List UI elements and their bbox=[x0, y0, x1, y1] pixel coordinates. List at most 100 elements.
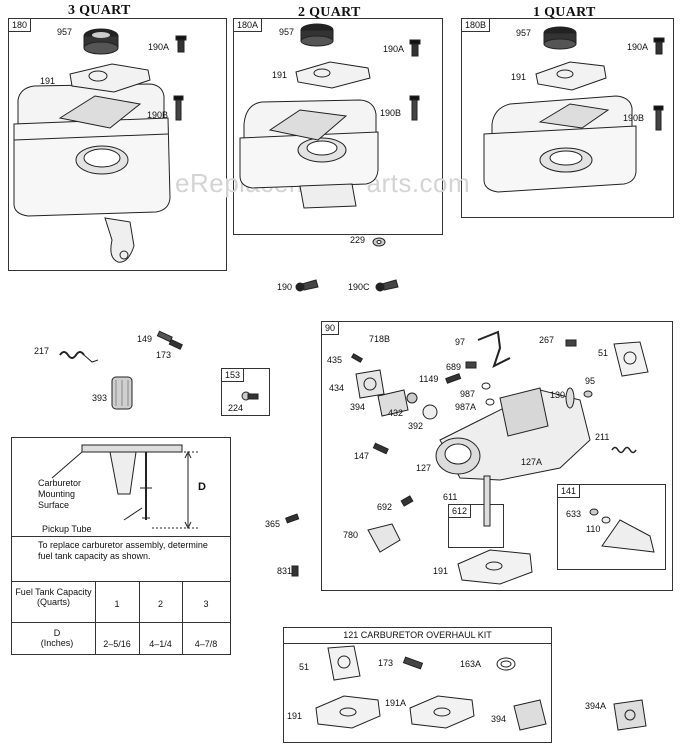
kit-bracket-191 bbox=[315, 695, 381, 729]
part-label-217: 217 bbox=[34, 346, 50, 356]
kit-part-label-173: 173 bbox=[378, 658, 394, 668]
part-label-633: 633 bbox=[566, 509, 582, 519]
part-label-365: 365 bbox=[265, 519, 281, 529]
d-row-label: D (Inches) bbox=[40, 628, 74, 648]
screw-831 bbox=[291, 565, 299, 577]
part-label-434: 434 bbox=[329, 383, 345, 393]
gasket-394 bbox=[377, 389, 409, 417]
part-label-957: 957 bbox=[57, 27, 73, 37]
seal-130 bbox=[565, 387, 575, 409]
part-label-51: 51 bbox=[598, 348, 609, 358]
part-label-780: 780 bbox=[343, 530, 359, 540]
fuel-strainer-393 bbox=[111, 376, 133, 410]
box-label-180b: 180B bbox=[462, 19, 491, 32]
fuel-tank-1-quart bbox=[483, 95, 637, 193]
part-label-149: 149 bbox=[137, 334, 153, 344]
capacity-row-label: Fuel Tank Capacity (Quarts) bbox=[15, 587, 92, 607]
box-141: 141 bbox=[557, 484, 666, 570]
capacity-1: 1 bbox=[114, 599, 120, 609]
part-label-147: 147 bbox=[354, 451, 370, 461]
kit-part-label-163a: 163A bbox=[460, 659, 482, 669]
part-label-211: 211 bbox=[595, 432, 610, 442]
part-label-692: 692 bbox=[377, 502, 393, 512]
screw-190a-a bbox=[175, 35, 187, 53]
kit-washer-163a bbox=[496, 657, 516, 671]
part-label-432: 432 bbox=[388, 408, 404, 418]
part-label-957: 957 bbox=[279, 27, 295, 37]
kit-part-label-394: 394 bbox=[491, 714, 507, 724]
fuel-tank-capacity-chart: Carburetor Mounting Surface Pickup Tube … bbox=[11, 437, 231, 655]
screw-267 bbox=[565, 339, 577, 347]
carburetor-body-127 bbox=[435, 387, 591, 481]
spacer-110 bbox=[601, 516, 611, 524]
screw-173 bbox=[168, 338, 183, 350]
capacity-3: 3 bbox=[203, 599, 209, 609]
part-label-393: 393 bbox=[92, 393, 108, 403]
header-1-quart: 1 QUART bbox=[533, 5, 596, 20]
screw-365 bbox=[285, 513, 300, 524]
o-ring-987 bbox=[481, 382, 491, 390]
bracket-191-d bbox=[457, 549, 533, 585]
carburetor-box-90: 90 bbox=[321, 321, 673, 591]
header-3-quart: 3 QUART bbox=[68, 3, 131, 18]
part-label-190a: 190A bbox=[383, 44, 405, 54]
part-label-130: 130 bbox=[550, 390, 566, 400]
spacer-392 bbox=[422, 404, 438, 420]
screw-1149 bbox=[445, 373, 462, 384]
bracket-191-b bbox=[295, 61, 371, 89]
part-label-127: 127 bbox=[416, 463, 432, 473]
screw-190b-b bbox=[409, 95, 420, 121]
part-label-987a: 987A bbox=[455, 402, 477, 412]
part-label-190: 190 bbox=[277, 282, 293, 292]
fuel-cap-957-c bbox=[543, 26, 577, 50]
part-label-611: 611 bbox=[443, 492, 458, 502]
kit-part-label-191: 191 bbox=[287, 711, 303, 721]
fuel-cap-957-a bbox=[83, 28, 119, 55]
part-label-831: 831 bbox=[277, 566, 293, 576]
spring-633 bbox=[589, 508, 599, 516]
throttle-shaft-141 bbox=[601, 519, 655, 553]
part-label-173: 173 bbox=[156, 350, 172, 360]
mounting-surface-label: Carburetor Mounting Surface bbox=[38, 478, 82, 510]
part-label-190b: 190B bbox=[623, 113, 645, 123]
header-2-quart: 2 QUART bbox=[298, 5, 361, 20]
fuel-cap-957-b bbox=[300, 23, 334, 47]
choke-lever-97 bbox=[477, 330, 511, 368]
box-label-141: 141 bbox=[558, 485, 581, 498]
washer-229 bbox=[372, 237, 386, 247]
part-label-190a: 190A bbox=[627, 42, 649, 52]
tank-box-180: 180 bbox=[8, 18, 227, 271]
screw-147 bbox=[372, 442, 389, 455]
kit-screw-173 bbox=[402, 656, 424, 670]
part-label-191: 191 bbox=[511, 72, 527, 82]
fuel-tank-2-quart bbox=[239, 99, 379, 209]
part-label-229: 229 bbox=[350, 235, 366, 245]
screw-190a-b bbox=[409, 39, 421, 57]
spring-149 bbox=[156, 330, 173, 343]
part-label-127a: 127A bbox=[521, 457, 543, 467]
box-label-90: 90 bbox=[322, 322, 340, 335]
part-label-190c: 190C bbox=[348, 282, 370, 292]
screw-190b-c bbox=[653, 105, 664, 131]
screw-190b-a bbox=[173, 95, 184, 121]
box-label-153: 153 bbox=[222, 369, 245, 382]
dim-2: 4–1/4 bbox=[149, 639, 172, 649]
part-label-191: 191 bbox=[433, 566, 449, 576]
part-label-110: 110 bbox=[586, 524, 601, 534]
overhaul-kit-box: 121 CARBURETOR OVERHAUL KIT bbox=[283, 627, 552, 743]
gasket-51 bbox=[613, 341, 649, 377]
screw-190a-c bbox=[653, 37, 665, 55]
kit-gasket-394 bbox=[513, 699, 547, 731]
screw-190c bbox=[375, 279, 399, 292]
emulsion-tube-611 bbox=[483, 475, 491, 527]
diaphragm-434 bbox=[355, 369, 385, 399]
screw-435 bbox=[350, 353, 364, 363]
screw-190 bbox=[295, 279, 319, 292]
box-153: 153 bbox=[221, 368, 270, 416]
tank-box-180b: 180B bbox=[461, 18, 674, 218]
part-label-190b: 190B bbox=[380, 108, 402, 118]
carburetor-dimension-drawing bbox=[51, 444, 198, 530]
part-label-957: 957 bbox=[516, 28, 532, 38]
capacity-2: 2 bbox=[157, 599, 163, 609]
box-612: 612 bbox=[448, 504, 504, 548]
